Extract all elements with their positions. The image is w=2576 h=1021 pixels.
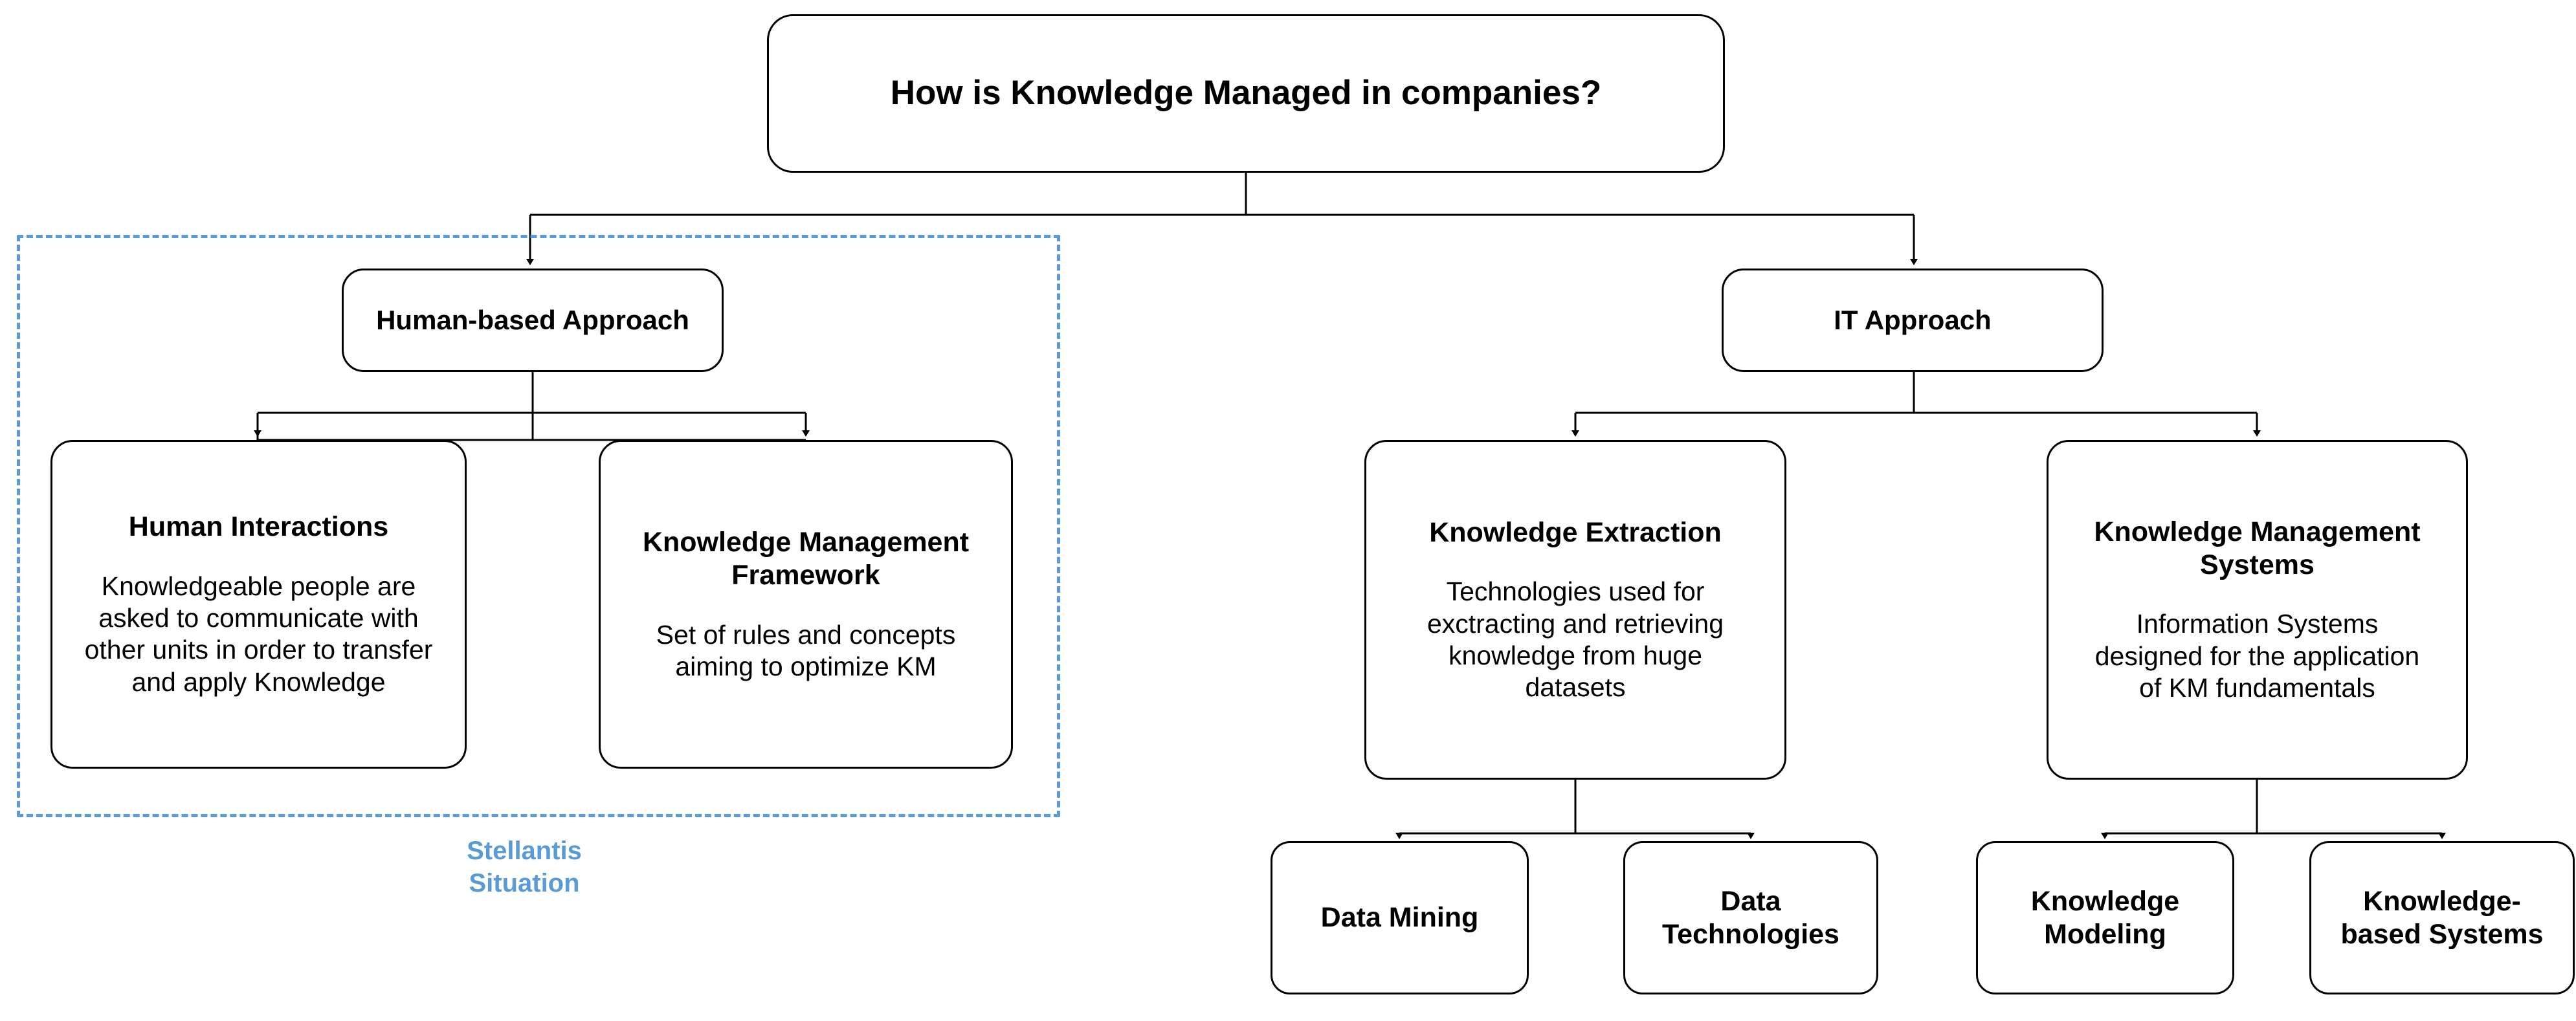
node-knowledge-based-systems[interactable]: Knowledge- based Systems [2309,841,2575,994]
node-knowledge-management-systems-title: Knowledge Management Systems [2094,516,2421,580]
node-knowledge-management-framework-description: Set of rules and concepts aiming to opti… [656,619,956,681]
node-human-interactions-description: Knowledgeable people are asked to commun… [84,571,433,697]
node-knowledge-extraction-title: Knowledge Extraction [1429,516,1722,548]
node-data-mining[interactable]: Data Mining [1271,841,1529,994]
node-knowledge-modeling[interactable]: Knowledge Modeling [1976,841,2234,994]
node-knowledge-extraction-description: Technologies used for exctracting and re… [1427,576,1724,703]
node-knowledge-modeling-title: Knowledge Modeling [2030,885,2180,950]
node-knowledge-management-systems[interactable]: Knowledge Management Systems Information… [2047,440,2468,780]
node-human-based-approach[interactable]: Human-based Approach [342,269,724,372]
node-knowledge-management-framework-title: Knowledge Management Framework [642,527,970,591]
node-human-based-approach-title: Human-based Approach [376,305,689,336]
node-knowledge-extraction[interactable]: Knowledge Extraction Technologies used f… [1364,440,1786,780]
stellantis-situation-label: Stellantis Situation [467,837,582,897]
node-it-approach-title: IT Approach [1834,305,1992,336]
node-root-question[interactable]: How is Knowledge Managed in companies? [767,14,1725,173]
node-knowledge-based-systems-title: Knowledge- based Systems [2340,885,2544,950]
node-it-approach[interactable]: IT Approach [1722,269,2104,372]
node-data-mining-title: Data Mining [1320,902,1479,934]
node-human-interactions[interactable]: Human Interactions Knowledgeable people … [50,440,467,769]
node-human-interactions-title: Human Interactions [128,511,389,543]
stellantis-situation-highlight [17,235,1060,817]
node-knowledge-management-systems-description: Information Systems designed for the app… [2094,609,2420,703]
node-knowledge-management-framework[interactable]: Knowledge Management Framework Set of ru… [599,440,1013,769]
node-data-technologies-title: Data Technologies [1662,885,1839,950]
node-data-technologies[interactable]: Data Technologies [1623,841,1878,994]
node-root-title: How is Knowledge Managed in companies? [890,74,1602,113]
